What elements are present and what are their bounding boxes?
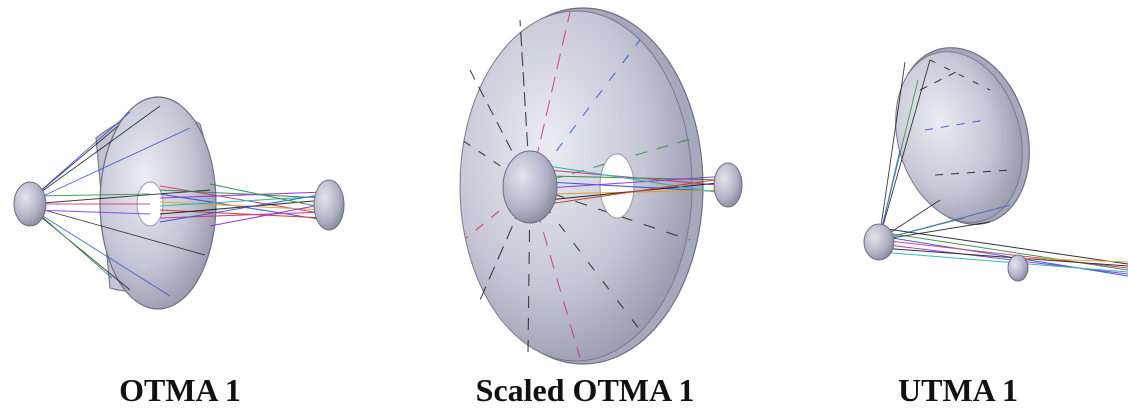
utma1-exit-beam: [879, 227, 1128, 277]
utma1-tertiary-mirror: [1007, 254, 1029, 282]
otma1-exit-beam: [159, 183, 326, 227]
utma1-primary-mirror: [895, 51, 1023, 223]
scaled-otma1-secondary-mirror: [502, 150, 558, 224]
otma1-focal-plane: [313, 179, 345, 231]
utma1-telescope: [863, 47, 1128, 282]
caption-utma1: UTMA 1: [898, 372, 1018, 408]
utma1-secondary-mirror: [863, 223, 895, 261]
otma1-secondary-mirror: [13, 181, 47, 227]
scaled-otma1-exit-beam: [547, 165, 729, 205]
utma1-ray-spokes: [919, 59, 1011, 176]
caption-scaled-otma1: Scaled OTMA 1: [475, 372, 695, 408]
caption-otma1: OTMA 1: [119, 372, 241, 408]
scaled-otma1-telescope: [459, 7, 743, 365]
scaled-otma1-focal-plane: [713, 162, 743, 208]
otma1-ray-fan: [29, 105, 211, 297]
otma1-telescope: [13, 96, 345, 310]
